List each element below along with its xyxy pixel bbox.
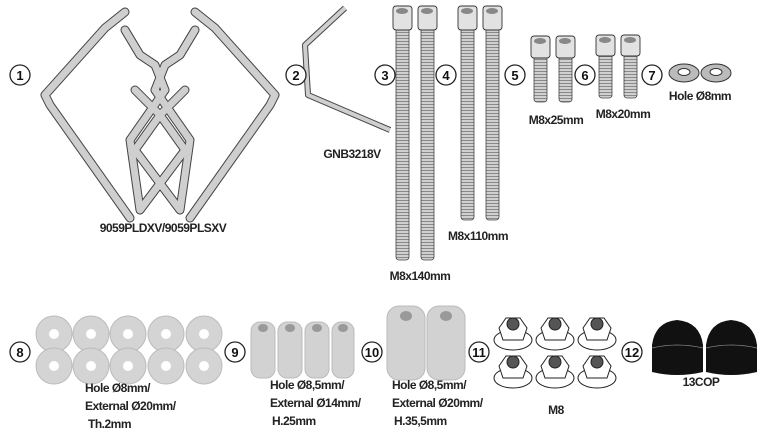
item-10-spacers: 10 Hole Ø8,5mm/ External Ø20mm/ H.35,5mm — [361, 305, 484, 428]
item-number: 12 — [625, 345, 639, 360]
item-9-spacers: 9 Hole Ø8,5mm/ External Ø14mm/ H.25mm — [224, 321, 362, 428]
item-11-nuts — [493, 317, 617, 389]
item-number: 1 — [16, 68, 23, 83]
item-4-bolts: 4 M8x110mm — [435, 5, 509, 243]
item-3-label: M8x140mm — [390, 269, 451, 283]
item-12-label: 13COP — [683, 375, 720, 389]
item-2-label: GNB3218V — [323, 147, 381, 161]
item-10-label-line: Hole Ø8,5mm/ — [392, 378, 467, 392]
item-8-label-line: Th.2mm — [88, 417, 131, 431]
item-number: 10 — [365, 345, 379, 360]
item-number-badge — [468, 341, 490, 363]
item-8-label-line: External Ø20mm/ — [85, 399, 177, 413]
item-2-bar: 2 GNB3218V — [285, 5, 392, 161]
item-12-caps: 12 13COP — [621, 320, 758, 389]
item-number: 2 — [292, 68, 299, 83]
item-6-label: M8x20mm — [596, 107, 651, 121]
item-11-label: M8 — [548, 403, 564, 417]
item-4-label: M8x110mm — [448, 229, 508, 243]
item-3-bolts: 3 M8x140mm — [374, 5, 451, 283]
item-8-washers: 8 Hole Ø8mm/ External Ø20mm/ Th.2mm — [9, 315, 223, 431]
item-number: 3 — [381, 68, 388, 83]
item-number: 8 — [16, 345, 23, 360]
item-number: 6 — [581, 68, 588, 83]
item-number: 4 — [442, 68, 450, 83]
item-number: 9 — [231, 345, 238, 360]
item-9-label-line: H.25mm — [272, 414, 316, 428]
item-number: 11 — [472, 345, 486, 360]
item-8-label-line: Hole Ø8mm/ — [85, 381, 151, 395]
item-1-frames: 1 9059PLDXV/9059PLSXV — [9, 7, 280, 235]
item-number: 5 — [511, 68, 518, 83]
item-7-lock-washers: 7 Hole Ø8mm — [641, 63, 732, 103]
item-number-badge — [9, 64, 31, 86]
item-9-label-line: Hole Ø8,5mm/ — [270, 378, 345, 392]
item-6-bolts: 6 M8x20mm — [574, 34, 651, 121]
item-10-label-line: External Ø20mm/ — [392, 396, 484, 410]
item-5-bolts: 5 M8x25mm — [504, 35, 584, 127]
item-1-label: 9059PLDXV/9059PLSXV — [100, 221, 227, 235]
item-7-label: Hole Ø8mm — [669, 89, 731, 103]
item-10-label-line: H.35,5mm — [394, 414, 447, 428]
item-number: 7 — [648, 68, 655, 83]
item-9-label-line: External Ø14mm/ — [270, 396, 362, 410]
item-5-label: M8x25mm — [529, 113, 584, 127]
